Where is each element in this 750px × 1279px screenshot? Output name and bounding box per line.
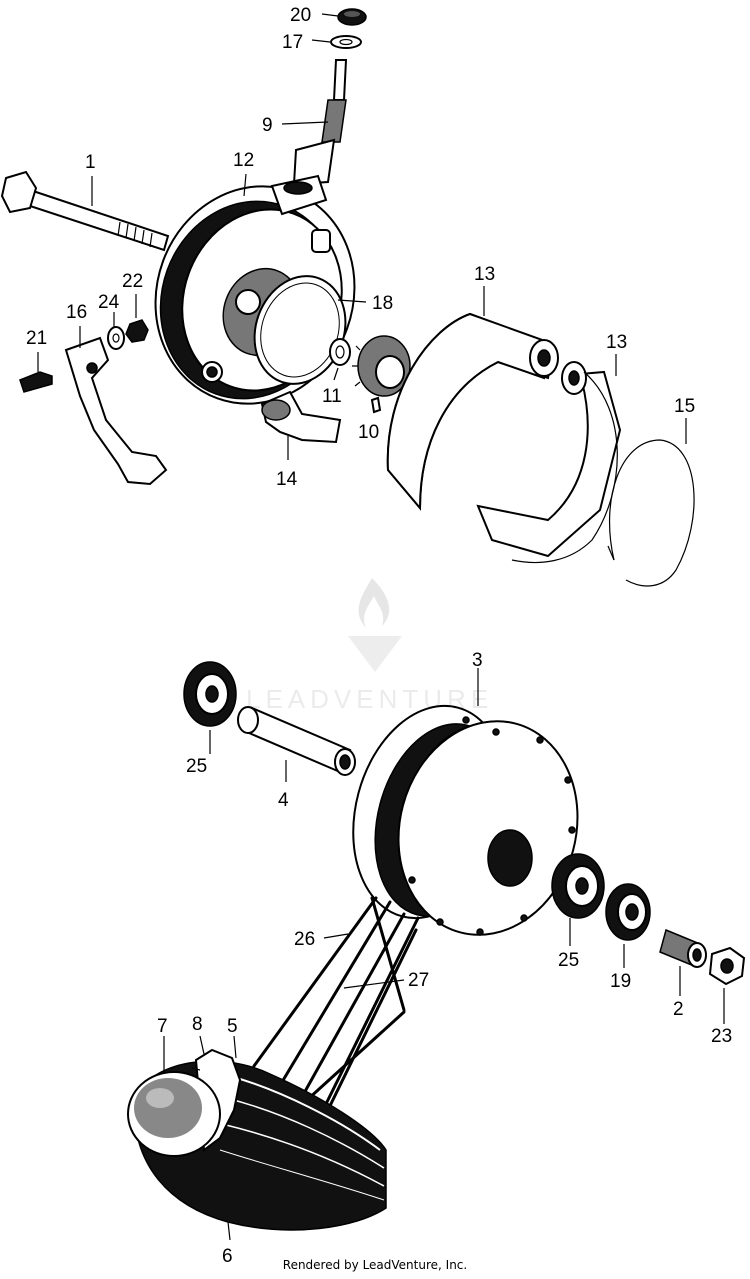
part-19-seal [605, 883, 651, 941]
callout-11: 11 [322, 386, 342, 407]
callout-16: 16 [66, 302, 87, 323]
callout-23: 23 [711, 1026, 732, 1047]
spokes [252, 896, 420, 1116]
part-23-nut [708, 946, 746, 986]
part-2-collar [659, 928, 707, 968]
callout-13-right: 13 [606, 332, 627, 353]
leader-lines [37, 13, 725, 1241]
callout-15: 15 [674, 396, 695, 417]
callout-17: 17 [282, 32, 303, 53]
part-21-bolt [19, 371, 53, 393]
callout-20: 20 [290, 5, 311, 26]
callout-6: 6 [222, 1246, 233, 1267]
callout-labels: 20 17 9 1 12 22 16 24 21 18 13 13 15 11 … [26, 5, 732, 1267]
part-3-hub [352, 704, 579, 936]
part-25-bearing-left [183, 661, 237, 727]
part-10-gear [352, 335, 411, 414]
part-14-cam [260, 390, 342, 444]
part-4-spacer [237, 706, 356, 776]
part-7-tube [127, 1071, 221, 1157]
footer-credit: Rendered by LeadVenture, Inc. [282, 1258, 468, 1272]
callout-2: 2 [673, 999, 684, 1020]
callout-19: 19 [610, 971, 631, 992]
callout-7: 7 [157, 1016, 168, 1037]
part-16-brake-arm [64, 336, 168, 486]
callout-12: 12 [233, 150, 254, 171]
callout-10: 10 [358, 422, 379, 443]
part-24-washer [107, 326, 125, 350]
callout-9: 9 [262, 115, 273, 136]
callout-25-left: 25 [186, 756, 207, 777]
part-12-brake-panel [154, 174, 356, 405]
callout-25-right: 25 [558, 950, 579, 971]
callout-1: 1 [85, 152, 96, 173]
part-11-washer [329, 338, 351, 366]
callout-13-left: 13 [474, 264, 495, 285]
part-13-brake-shoe-right [511, 361, 618, 564]
watermark-logo: LEADVENTURE [246, 578, 488, 714]
part-22-nut [125, 319, 149, 343]
callout-4: 4 [278, 790, 289, 811]
callout-26: 26 [294, 929, 315, 950]
part-9-shaft [292, 59, 348, 186]
callout-5: 5 [227, 1016, 238, 1037]
part-13-brake-shoe-left [386, 312, 622, 558]
part-1-bolt [0, 170, 170, 252]
callout-14: 14 [276, 469, 298, 490]
callout-21: 21 [26, 328, 47, 349]
part-15-spring-clip [607, 439, 695, 587]
callout-22: 22 [122, 271, 143, 292]
callout-18: 18 [372, 293, 393, 314]
part-17-washer [330, 35, 362, 49]
callout-3: 3 [472, 650, 483, 671]
callout-8: 8 [192, 1014, 203, 1035]
part-18-seal-ring [253, 275, 347, 385]
callout-24: 24 [98, 292, 120, 313]
part-25-bearing-right [551, 853, 605, 919]
callout-27: 27 [408, 970, 429, 991]
part-20-cap [337, 8, 367, 26]
